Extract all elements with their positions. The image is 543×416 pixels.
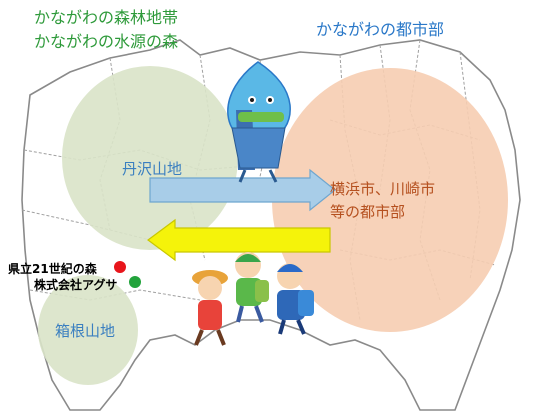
arrow-to-forest	[146, 218, 331, 262]
hiking-children-icon	[192, 252, 314, 346]
hakone-area	[38, 275, 138, 385]
water-forest-title: かながわの水源の森	[34, 32, 179, 51]
agusa-company-label: 株式会社アグサ	[34, 278, 118, 292]
tanzawa-area	[62, 66, 238, 250]
prefectural-forest-label: 県立21世紀の森	[8, 262, 97, 276]
tanzawa-label: 丹沢山地	[122, 160, 183, 178]
cities-label-line1: 横浜市、川崎市	[330, 180, 436, 198]
prefectural-forest-marker	[114, 261, 126, 273]
cities-label-line2: 等の都市部	[330, 203, 406, 221]
forest-zone-title: かながわの森林地帯	[34, 8, 179, 27]
hakone-label: 箱根山地	[55, 322, 116, 340]
urban-zone-title: かながわの都市部	[316, 20, 445, 39]
arrow-to-city	[149, 168, 336, 212]
urban-area	[272, 68, 508, 332]
water-drop-mascot-icon	[227, 61, 291, 183]
agusa-company-marker	[129, 276, 141, 288]
